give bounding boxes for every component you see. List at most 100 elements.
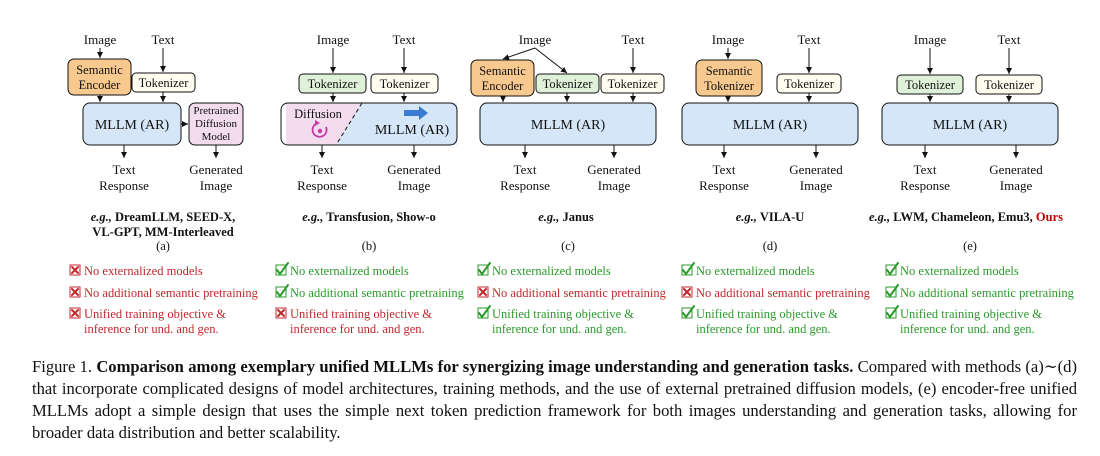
- pretrained-diffusion-label-2: Diffusion: [195, 118, 237, 130]
- text-response-label: Text: [113, 162, 136, 177]
- criterion-text: inference for und. and gen.: [84, 322, 219, 336]
- image-label: Image: [84, 32, 117, 47]
- caption-body: Compared with methods (a)∼(d) that incor…: [32, 357, 1077, 442]
- mllm-label: MLLM (AR): [95, 118, 170, 133]
- criterion-text: No externalized models: [290, 264, 409, 278]
- generated-image-label: Generated: [189, 162, 243, 177]
- caption-title: Comparison among exemplary unified MLLMs…: [96, 357, 854, 376]
- criterion-text: No externalized models: [696, 264, 815, 278]
- caption-figure-number: Figure 1.: [32, 357, 93, 376]
- criterion-text: No additional semantic pretraining: [492, 286, 667, 300]
- cross-icon: [69, 286, 81, 298]
- comparison-diagram: Image Text Semantic Encoder Tokenizer ML…: [67, 32, 1075, 336]
- tokenizer-label-2: Tokenizer: [608, 77, 659, 91]
- criterion-text: No externalized models: [84, 264, 203, 278]
- text-response-label: Text: [514, 162, 537, 177]
- checkmark-icon: [275, 284, 289, 298]
- tokenizer-label: Tokenizer: [543, 77, 594, 91]
- cycle-icon: [311, 120, 328, 138]
- text-response-label: Text: [311, 162, 334, 177]
- text-response-label-2: Response: [900, 178, 950, 193]
- panel-c: Image Text Semantic Encoder Tokenizer To…: [470, 32, 665, 253]
- criterion-text: No additional semantic pretraining: [290, 286, 465, 300]
- pretrained-diffusion-label: Pretrained: [193, 105, 239, 117]
- criterion-text: inference for und. and gen.: [900, 322, 1035, 336]
- checkmark-icon: [681, 262, 695, 276]
- criterion-text: No additional semantic pretraining: [84, 286, 259, 300]
- cross-icon: [69, 264, 81, 276]
- criterion-text: No additional semantic pretraining: [900, 286, 1075, 300]
- examples-line-1: e.g., LWM, Chameleon, Emu3, Ours: [869, 210, 1063, 224]
- tokenizer-label-2: Tokenizer: [984, 78, 1035, 92]
- panel-e: Image Text Tokenizer Tokenizer MLLM (AR)…: [869, 32, 1063, 253]
- examples-line-2: VL-GPT, MM-Interleaved: [92, 225, 233, 239]
- subfigure-label: (c): [561, 239, 575, 253]
- mllm-label: MLLM (AR): [733, 118, 808, 133]
- tokenizer-label: Tokenizer: [905, 78, 956, 92]
- right-arrow-icon: [404, 106, 428, 120]
- text-label: Text: [798, 32, 821, 47]
- tokenizer-label: Tokenizer: [784, 77, 835, 91]
- criterion-text: Unified training objective &: [900, 307, 1042, 321]
- generated-image-label-2: Image: [200, 178, 233, 193]
- generated-image-label: Generated: [587, 162, 641, 177]
- examples-line-1: e.g., Transfusion, Show-o: [302, 210, 436, 224]
- diffusion-region: [286, 103, 362, 145]
- mllm-box: [479, 102, 657, 146]
- image-label: Image: [317, 32, 350, 47]
- text-response-label-2: Response: [99, 178, 149, 193]
- cross-icon: [477, 286, 489, 298]
- subfigure-label: (b): [362, 239, 377, 253]
- text-label: Text: [622, 32, 645, 47]
- text-response-label-2: Response: [297, 178, 347, 193]
- checkmark-icon: [885, 305, 899, 319]
- generated-image-label-2: Image: [598, 178, 631, 193]
- semantic-encoder-label: Semantic: [76, 63, 123, 77]
- image-label: Image: [519, 32, 552, 47]
- pretrained-diffusion-label-3: Model: [202, 131, 231, 143]
- criterion-text: Unified training objective &: [696, 307, 838, 321]
- semantic-tokenizer-label: Semantic: [706, 64, 753, 78]
- image-label: Image: [712, 32, 745, 47]
- cross-icon: [275, 307, 287, 319]
- transfusion-box: [280, 102, 458, 146]
- criterion-text: No externalized models: [492, 264, 611, 278]
- criterion-text: No additional semantic pretraining: [696, 286, 871, 300]
- examples-line-1: e.g., VILA-U: [736, 210, 805, 224]
- criterion-text: No externalized models: [900, 264, 1019, 278]
- generated-image-label: Generated: [387, 162, 441, 177]
- semantic-encoder-label: Semantic: [479, 64, 526, 78]
- generated-image-label: Generated: [789, 162, 843, 177]
- cross-icon: [681, 286, 693, 298]
- criterion-text: Unified training objective &: [290, 307, 432, 321]
- text-label: Text: [393, 32, 416, 47]
- text-label: Text: [152, 32, 175, 47]
- examples-line-1: e.g., Janus: [538, 210, 594, 224]
- mllm-label: MLLM (AR): [531, 118, 606, 133]
- semantic-tokenizer-label-2: Tokenizer: [704, 79, 755, 93]
- tokenizer-label: Tokenizer: [139, 76, 190, 90]
- subfigure-label: (a): [156, 239, 170, 253]
- semantic-encoder-label-2: Encoder: [79, 78, 121, 92]
- text-response-label: Text: [914, 162, 937, 177]
- figure-caption: Figure 1. Comparison among exemplary uni…: [32, 356, 1077, 444]
- checkmark-icon: [275, 262, 289, 276]
- checkmark-icon: [681, 305, 695, 319]
- generated-image-label-2: Image: [1000, 178, 1033, 193]
- subfigure-label: (e): [963, 239, 977, 253]
- criterion-text: Unified training objective &: [84, 307, 226, 321]
- image-label: Image: [914, 32, 947, 47]
- mllm-box: [881, 102, 1059, 146]
- panel-d: Image Text Semantic Tokenizer Tokenizer …: [681, 32, 859, 253]
- tokenizer-label-2: Tokenizer: [380, 77, 431, 91]
- text-response-label: Text: [713, 162, 736, 177]
- text-response-label-2: Response: [500, 178, 550, 193]
- diffusion-label: Diffusion: [294, 107, 342, 121]
- criterion-text: Unified training objective &: [492, 307, 634, 321]
- ours-label: Ours: [1036, 210, 1063, 224]
- criterion-text: inference for und. and gen.: [492, 322, 627, 336]
- examples-line-1: e.g., DreamLLM, SEED-X,: [91, 210, 236, 224]
- generated-image-label-2: Image: [398, 178, 431, 193]
- panel-b: Image Text Tokenizer Tokenizer Diffusion…: [280, 32, 458, 253]
- mllm-label: MLLM (AR): [375, 123, 450, 138]
